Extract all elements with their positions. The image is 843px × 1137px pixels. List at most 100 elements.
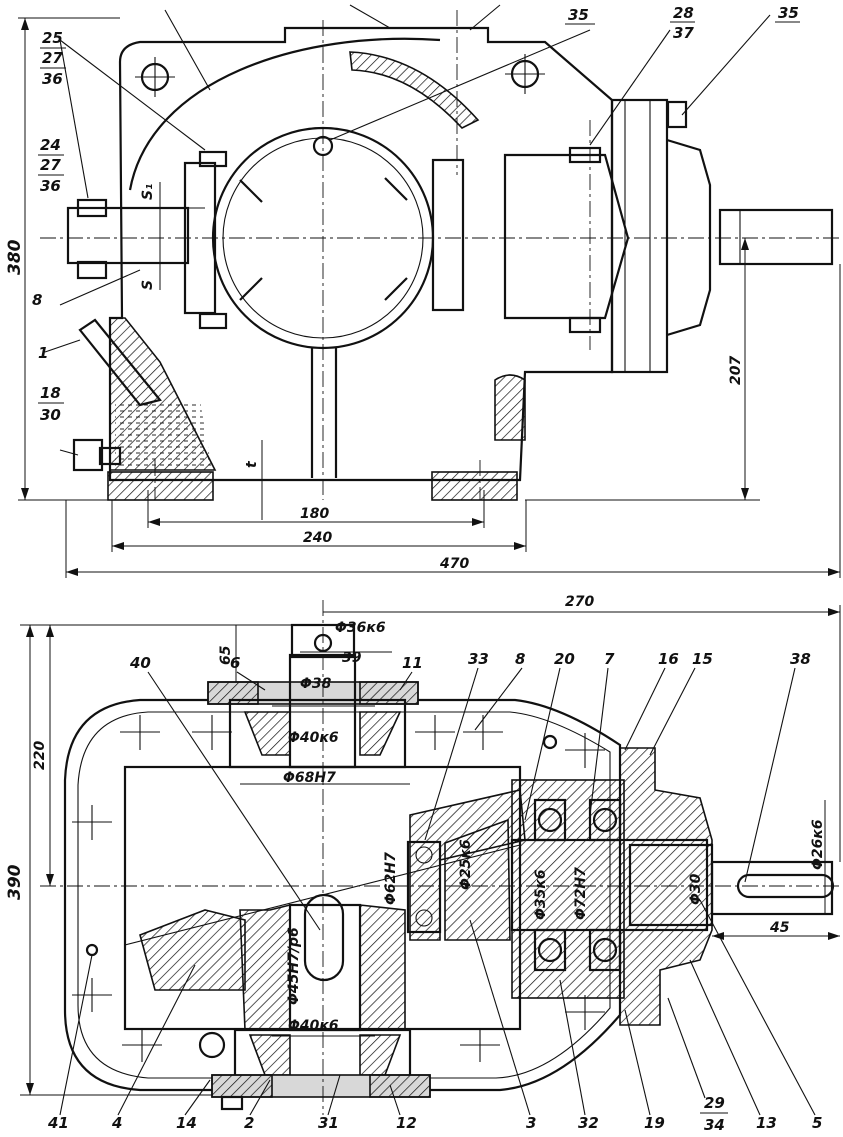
dim-240: 240 — [303, 530, 332, 546]
fit-36k6: Φ36к6 — [335, 620, 386, 636]
dim-45: 45 — [769, 920, 790, 936]
fit-40k6-top: Φ40к6 — [288, 730, 339, 746]
label-33: 33 — [468, 650, 489, 668]
cap-bolt — [666, 100, 688, 129]
fit-30: Φ30 — [688, 873, 704, 905]
nut — [76, 260, 108, 280]
fit-45h7p6: Φ45Н7/р6 — [286, 927, 302, 1005]
dim-207: 207 — [728, 356, 744, 385]
label-27b: 27 — [40, 156, 61, 174]
label-36b: 36 — [40, 177, 61, 195]
label-14: 14 — [176, 1114, 197, 1132]
label-5: 5 — [812, 1114, 822, 1132]
label-11: 11 — [402, 654, 423, 672]
label-18: 18 — [40, 384, 61, 402]
housing-plan-outline — [63, 698, 622, 1092]
dim-65: 65 — [218, 645, 234, 665]
dim-180: 180 — [300, 506, 329, 522]
label-8b: 8 — [515, 650, 525, 668]
fit-25k6: Φ25к6 — [458, 839, 474, 890]
fit-38: Φ38 — [300, 676, 332, 692]
top-bearing-right — [359, 711, 402, 756]
support-rib — [310, 348, 338, 478]
label-13: 13 — [756, 1114, 777, 1132]
top-view — [18, 4, 841, 578]
bottom-view-labels: 40 6 11 33 8 20 7 16 15 38 41 4 14 2 31 … — [5, 594, 826, 1134]
label-40: 40 — [129, 654, 151, 672]
fit-26k6: Φ26к6 — [810, 819, 826, 870]
label-1: 1 — [38, 344, 48, 362]
gear-hub-right — [359, 904, 406, 1031]
right-bearing-housing — [503, 153, 630, 320]
dim-39: 39 — [342, 650, 362, 666]
label-4: 4 — [111, 1114, 122, 1132]
label-7: 7 — [604, 650, 615, 668]
foot-right — [431, 471, 518, 501]
dim-s1: S₁ — [140, 184, 156, 200]
label-30: 30 — [40, 406, 61, 424]
bottom-view — [20, 600, 841, 1116]
oil-level — [115, 400, 212, 470]
bolt-crosses — [72, 715, 605, 1062]
dim-470: 470 — [439, 556, 469, 572]
fit-35k6: Φ35к6 — [533, 869, 549, 920]
dim-270: 270 — [565, 594, 594, 610]
label-8: 8 — [32, 291, 42, 309]
label-12: 12 — [396, 1114, 417, 1132]
bolt-head — [220, 1095, 244, 1111]
label-36: 36 — [42, 70, 63, 88]
stud-nut — [198, 150, 228, 168]
label-15: 15 — [692, 650, 713, 668]
dim-390: 390 — [5, 864, 25, 900]
dim-t: t — [244, 460, 260, 468]
label-35: 35 — [568, 6, 589, 24]
label-6: 6 — [230, 654, 240, 672]
dim-s: S — [140, 280, 156, 290]
label-16: 16 — [658, 650, 679, 668]
lower-boss — [494, 374, 526, 441]
pinion-gear — [444, 818, 511, 941]
nut — [76, 198, 108, 218]
cover-arc — [128, 37, 441, 191]
fit-72h7: Φ72Н7 — [573, 867, 589, 920]
dipstick — [78, 318, 162, 407]
label-20: 20 — [554, 650, 575, 668]
label-24: 24 — [40, 136, 61, 154]
end-cap — [610, 98, 669, 374]
dim-380: 380 — [5, 239, 25, 275]
label-27: 27 — [42, 49, 63, 67]
label-35b: 35 — [778, 4, 799, 22]
label-25: 25 — [42, 29, 63, 47]
label-37: 37 — [673, 24, 694, 42]
label-41: 41 — [47, 1114, 69, 1132]
drain-plug — [72, 438, 104, 472]
label-32: 32 — [578, 1114, 599, 1132]
bearing-sleeve — [511, 779, 625, 999]
small-bearing — [406, 840, 442, 934]
gear-hub-left — [239, 903, 291, 1031]
vertical-shaft-top — [288, 653, 357, 769]
right-flange — [431, 158, 465, 312]
label-29: 29 — [704, 1094, 725, 1112]
cover-section-hatch — [349, 51, 480, 129]
label-38: 38 — [790, 650, 811, 668]
label-3: 3 — [526, 1114, 536, 1132]
keyway — [303, 893, 345, 982]
input-shaft — [66, 206, 190, 265]
stud-nut — [198, 312, 228, 330]
dim-220: 220 — [32, 741, 48, 770]
end-cap-section — [619, 747, 713, 1026]
mounting-hole-plan — [198, 1031, 226, 1059]
fit-68h7: Φ68Н7 — [283, 770, 336, 786]
fit-62h7: Φ62Н7 — [383, 852, 399, 905]
bevel-gear-left — [139, 909, 246, 991]
top-bearing-left — [243, 711, 291, 756]
label-34: 34 — [704, 1116, 725, 1134]
end-cap-dome — [666, 138, 712, 337]
top-view-labels: 35 28 37 35 25 27 36 24 27 36 8 1 18 30 … — [5, 4, 800, 572]
label-31: 31 — [318, 1114, 339, 1132]
label-19: 19 — [644, 1114, 665, 1132]
fit-40k6-bottom: Φ40к6 — [288, 1018, 339, 1034]
